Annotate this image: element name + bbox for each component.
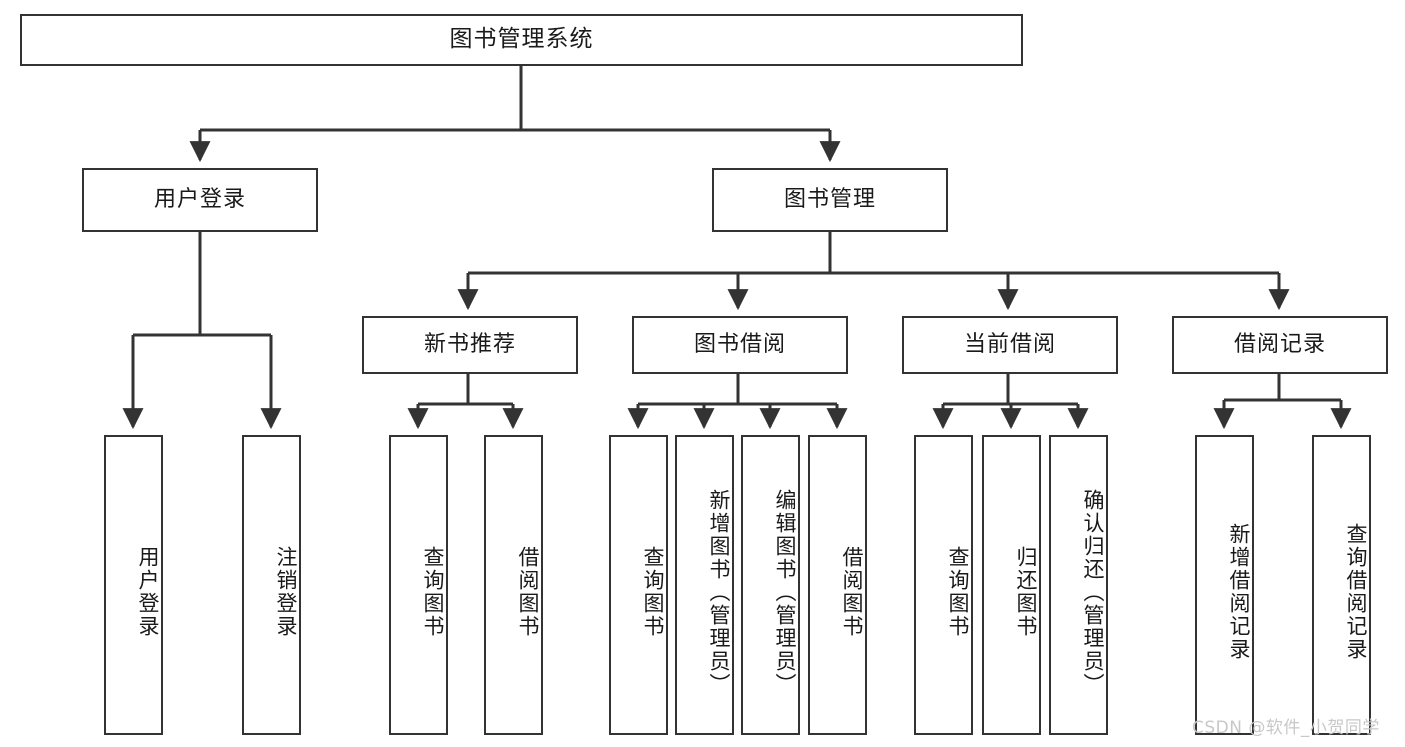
- leaf-new-book-query[interactable]: 查询图书: [389, 435, 448, 735]
- leaf-borrow-record-add[interactable]: 新增借阅记录: [1195, 435, 1254, 735]
- node-book-borrow[interactable]: 图书借阅: [632, 316, 848, 374]
- leaf-book-borrow-edit[interactable]: 编辑图书（管理员）: [741, 435, 800, 735]
- node-root[interactable]: 图书管理系统: [20, 14, 1023, 66]
- leaf-user-login-login[interactable]: 用户登录: [104, 435, 163, 735]
- leaf-borrow-record-query[interactable]: 查询借阅记录: [1312, 435, 1371, 735]
- csdn-watermark: CSDN @软件_小贺同学: [1192, 718, 1380, 738]
- leaf-user-login-logout[interactable]: 注销登录: [242, 435, 301, 735]
- leaf-book-borrow-query[interactable]: 查询图书: [609, 435, 668, 735]
- leaf-current-borrow-return[interactable]: 归还图书: [982, 435, 1041, 735]
- leaf-current-borrow-query[interactable]: 查询图书: [914, 435, 973, 735]
- leaf-book-borrow-borrow[interactable]: 借阅图书: [808, 435, 867, 735]
- leaf-current-borrow-confirm-return[interactable]: 确认归还（管理员）: [1049, 435, 1108, 735]
- node-book-manage[interactable]: 图书管理: [712, 168, 948, 232]
- node-borrow-record[interactable]: 借阅记录: [1172, 316, 1388, 374]
- node-new-book-recommend[interactable]: 新书推荐: [362, 316, 578, 374]
- leaf-new-book-borrow[interactable]: 借阅图书: [484, 435, 543, 735]
- node-user-login[interactable]: 用户登录: [82, 168, 318, 232]
- node-current-borrow[interactable]: 当前借阅: [902, 316, 1118, 374]
- leaf-book-borrow-add[interactable]: 新增图书（管理员）: [675, 435, 734, 735]
